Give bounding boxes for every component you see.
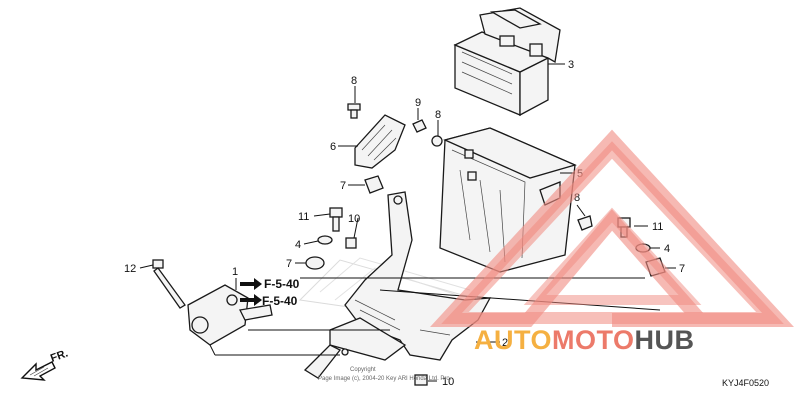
front-direction-indicator: FR. — [20, 347, 70, 381]
ref-arrow-2 — [240, 294, 262, 306]
fastener-7a-grommet[interactable] — [364, 175, 384, 194]
ref-arrow-1 — [240, 278, 262, 290]
copyright-text: Copyright Page Image (c), 2004-20 Key AR… — [318, 367, 452, 382]
callout-4a: 4 — [295, 239, 301, 251]
callout-1: 1 — [232, 266, 238, 278]
callout-8b: 8 — [435, 109, 441, 121]
svg-text:Page Image (c), 2004-20 Key AR: Page Image (c), 2004-20 Key ARI Honda Lt… — [318, 376, 452, 382]
fastener-7b-grommet[interactable] — [305, 256, 325, 270]
part-1-valve-body[interactable] — [187, 284, 273, 346]
callout-8a: 8 — [351, 75, 357, 87]
callout-10b: 10 — [442, 376, 454, 388]
callout-9: 9 — [415, 97, 421, 109]
section-ref-1: F-5-40 — [264, 277, 300, 291]
callout-3: 3 — [568, 59, 574, 71]
fastener-8a[interactable] — [347, 103, 361, 119]
automotohub-watermark: AUTOMOTOHUB — [430, 129, 794, 355]
fastener-10a-bolt[interactable] — [345, 237, 357, 249]
callout-7a: 7 — [340, 180, 346, 192]
svg-text:Copyright: Copyright — [350, 367, 376, 373]
callout-11b: 11 — [652, 221, 663, 233]
diagram-code: KYJ4F0520 — [722, 378, 769, 388]
callout-2: 2 — [502, 337, 508, 349]
callout-6: 6 — [330, 141, 336, 153]
fastener-10b-bolt[interactable] — [414, 374, 428, 386]
section-ref-2: F-5-40 — [262, 294, 298, 308]
watermark-moto: MOTO — [552, 325, 635, 355]
callout-10a: 10 — [348, 213, 360, 225]
callout-8c: 8 — [574, 192, 580, 204]
svg-text:AUTOMOTOHUB: AUTOMOTOHUB — [474, 325, 695, 355]
watermark-hub: HUB — [635, 325, 695, 355]
fastener-4a-collar[interactable] — [317, 235, 333, 245]
fastener-9-nut[interactable] — [412, 119, 427, 133]
callout-7b: 7 — [286, 258, 292, 270]
callout-4b: 4 — [664, 243, 670, 255]
part-6-cover-plate[interactable] — [354, 114, 406, 169]
callout-7c: 7 — [679, 263, 685, 275]
fastener-8c[interactable] — [577, 215, 593, 231]
watermark-auto: AUTO — [474, 325, 552, 355]
section-references[interactable]: F-5-40 F-5-40 — [240, 277, 300, 308]
callout-12: 12 — [124, 263, 136, 275]
fastener-8b[interactable] — [431, 135, 443, 147]
fastener-12-bolt[interactable] — [152, 259, 186, 309]
front-label: FR. — [49, 347, 70, 364]
part-3-abs-modulator[interactable] — [453, 7, 561, 117]
callout-11a: 11 — [298, 211, 309, 223]
leader-lines — [139, 63, 676, 382]
fastener-11a-bolt[interactable] — [329, 207, 343, 232]
